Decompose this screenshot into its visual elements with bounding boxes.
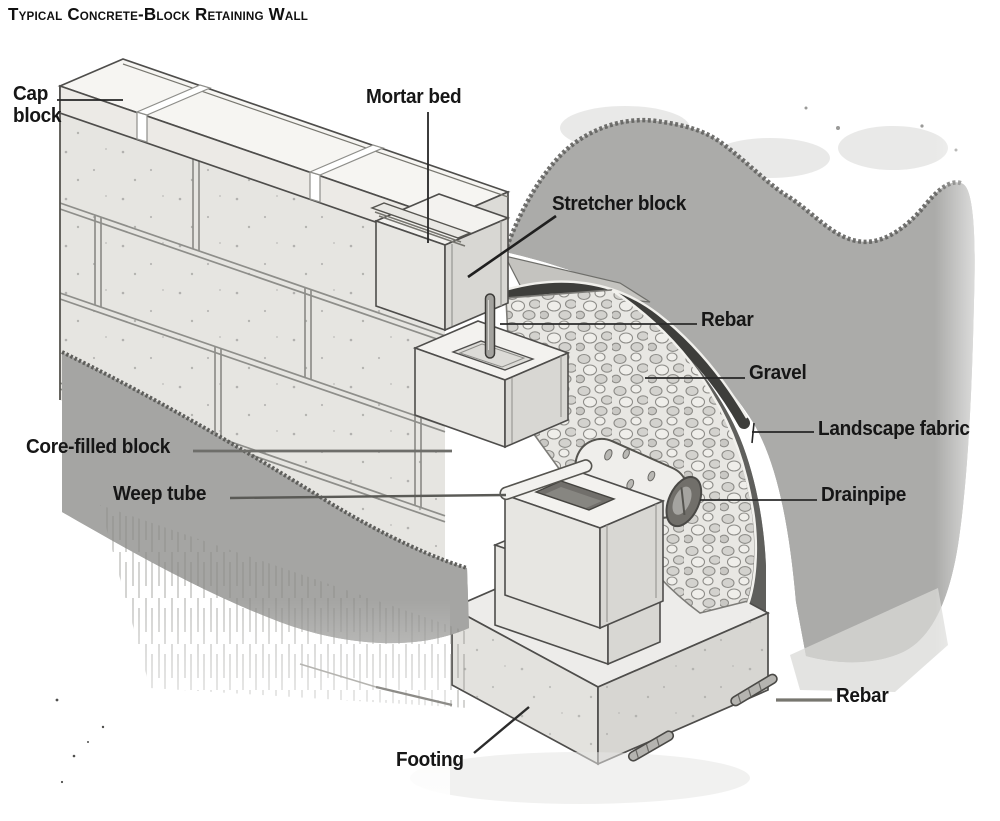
label-gravel: Gravel [749,362,807,384]
grass-backdrop [502,106,975,692]
label-rebar-lower: Rebar [836,685,889,707]
label-rebar-upper: Rebar [701,309,754,331]
rebar-rod-upper [484,293,496,359]
cap-row [57,58,511,248]
block-wall [59,86,446,560]
label-landscape-fabric: Landscape fabric [818,418,970,440]
rebar-rods [627,673,778,762]
label-weep-tube: Weep tube [113,483,207,505]
core-filled-block-graphic [412,293,571,449]
label-mortar-bed: Mortar bed [366,86,462,108]
label-cap-block: Cap block [13,83,62,127]
leader-lines [57,99,832,754]
paper-specks [55,698,105,784]
landscape-fabric-fold [499,280,750,429]
label-stretcher-block: Stretcher block [552,193,687,215]
grade-line [375,685,453,707]
leader-footing [473,706,530,754]
drainpipe-graphic [574,437,703,528]
label-core-filled-block: Core-filled block [26,436,171,458]
landscape-fabric-line [611,288,758,605]
weep-course-block-graphic [499,459,666,630]
leader-stretcher-block [467,214,557,279]
leader-landscape-fabric-tick [751,422,755,444]
right-edge-fade [935,90,1000,710]
label-drainpipe: Drainpipe [821,484,907,506]
leader-weep-tube [229,493,507,500]
footing-graphic [410,533,770,804]
mortar-bed-graphic [370,202,472,247]
label-footing: Footing [396,749,464,771]
diagram-title: Typical Concrete-Block Retaining Wall [8,4,309,24]
